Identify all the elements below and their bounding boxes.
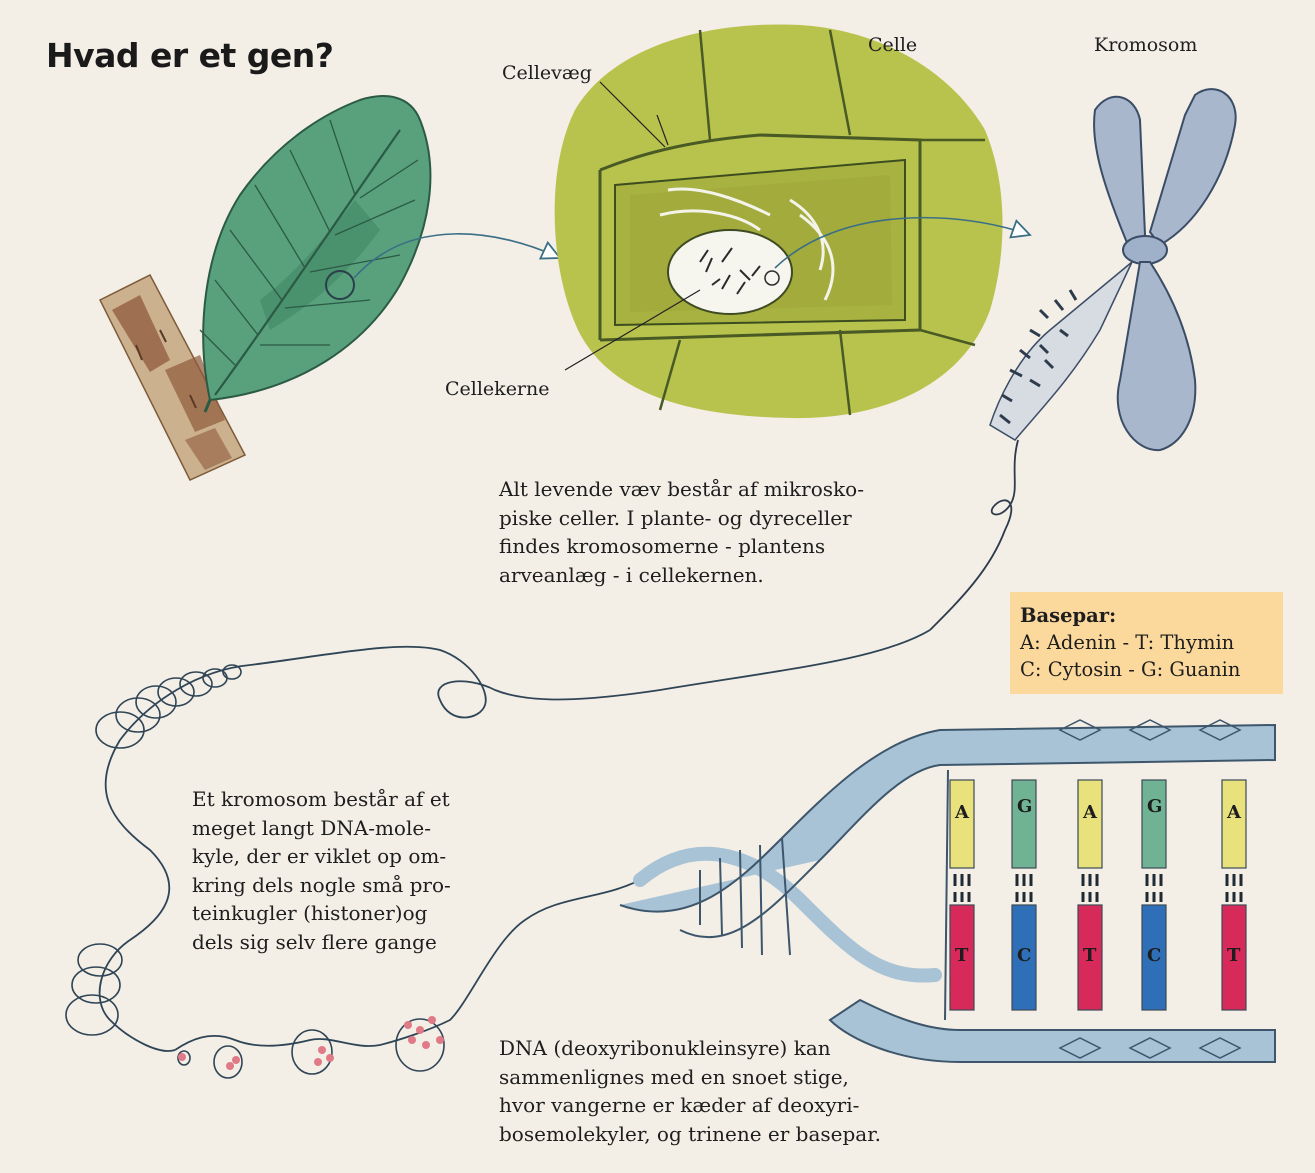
basepar-legend-line-2: C: Cytosin - G: Guanin [1020,656,1283,683]
base-g-top [1142,780,1166,868]
cell-illustration [555,24,1003,418]
page-title: Hvad er et gen? [46,36,333,75]
base-a-top [1222,780,1246,868]
base-g-top [1012,780,1036,868]
dna-helix [620,720,1275,1062]
hydrogen-bond [1147,874,1161,902]
base-letter-bottom: C [1147,945,1161,966]
base-letter-top: G [1147,796,1162,817]
base-letter-top: G [1017,796,1032,817]
histones [178,1016,444,1070]
base-letter-bottom: T [1227,945,1240,966]
basepar-legend-title: Basepar: [1020,602,1283,629]
paragraph-cells: Alt levende væv består af mikrosko- pisk… [499,475,864,589]
basepar-legend: Basepar: A: Adenin - T: Thymin C: Cytosi… [1010,592,1283,694]
base-letter-bottom: C [1017,945,1031,966]
base-pairs [950,780,1246,1010]
label-celle: Celle [868,34,917,56]
label-kromosom: Kromosom [1094,34,1197,56]
hydrogen-bond [1017,874,1031,902]
basepar-legend-line-1: A: Adenin - T: Thymin [1020,629,1283,656]
hydrogen-bond [1227,874,1241,902]
base-letter-top: A [1083,802,1097,823]
label-cellevaeg: Cellevæg [502,62,592,84]
base-letter-bottom: T [1083,945,1096,966]
base-a-top [950,780,974,868]
base-letter-top: A [1227,802,1241,823]
base-letter-bottom: T [955,945,968,966]
base-letter-top: A [955,802,969,823]
hydrogen-bond [1083,874,1097,902]
hydrogen-bond [955,874,969,902]
paragraph-chromosome: Et kromosom består af et meget langt DNA… [192,785,451,956]
base-a-top [1078,780,1102,868]
leaf [200,96,430,412]
paragraph-dna: DNA (deoxyribonukleinsyre) kan sammenlig… [499,1034,881,1148]
label-cellekerne: Cellekerne [445,378,550,400]
